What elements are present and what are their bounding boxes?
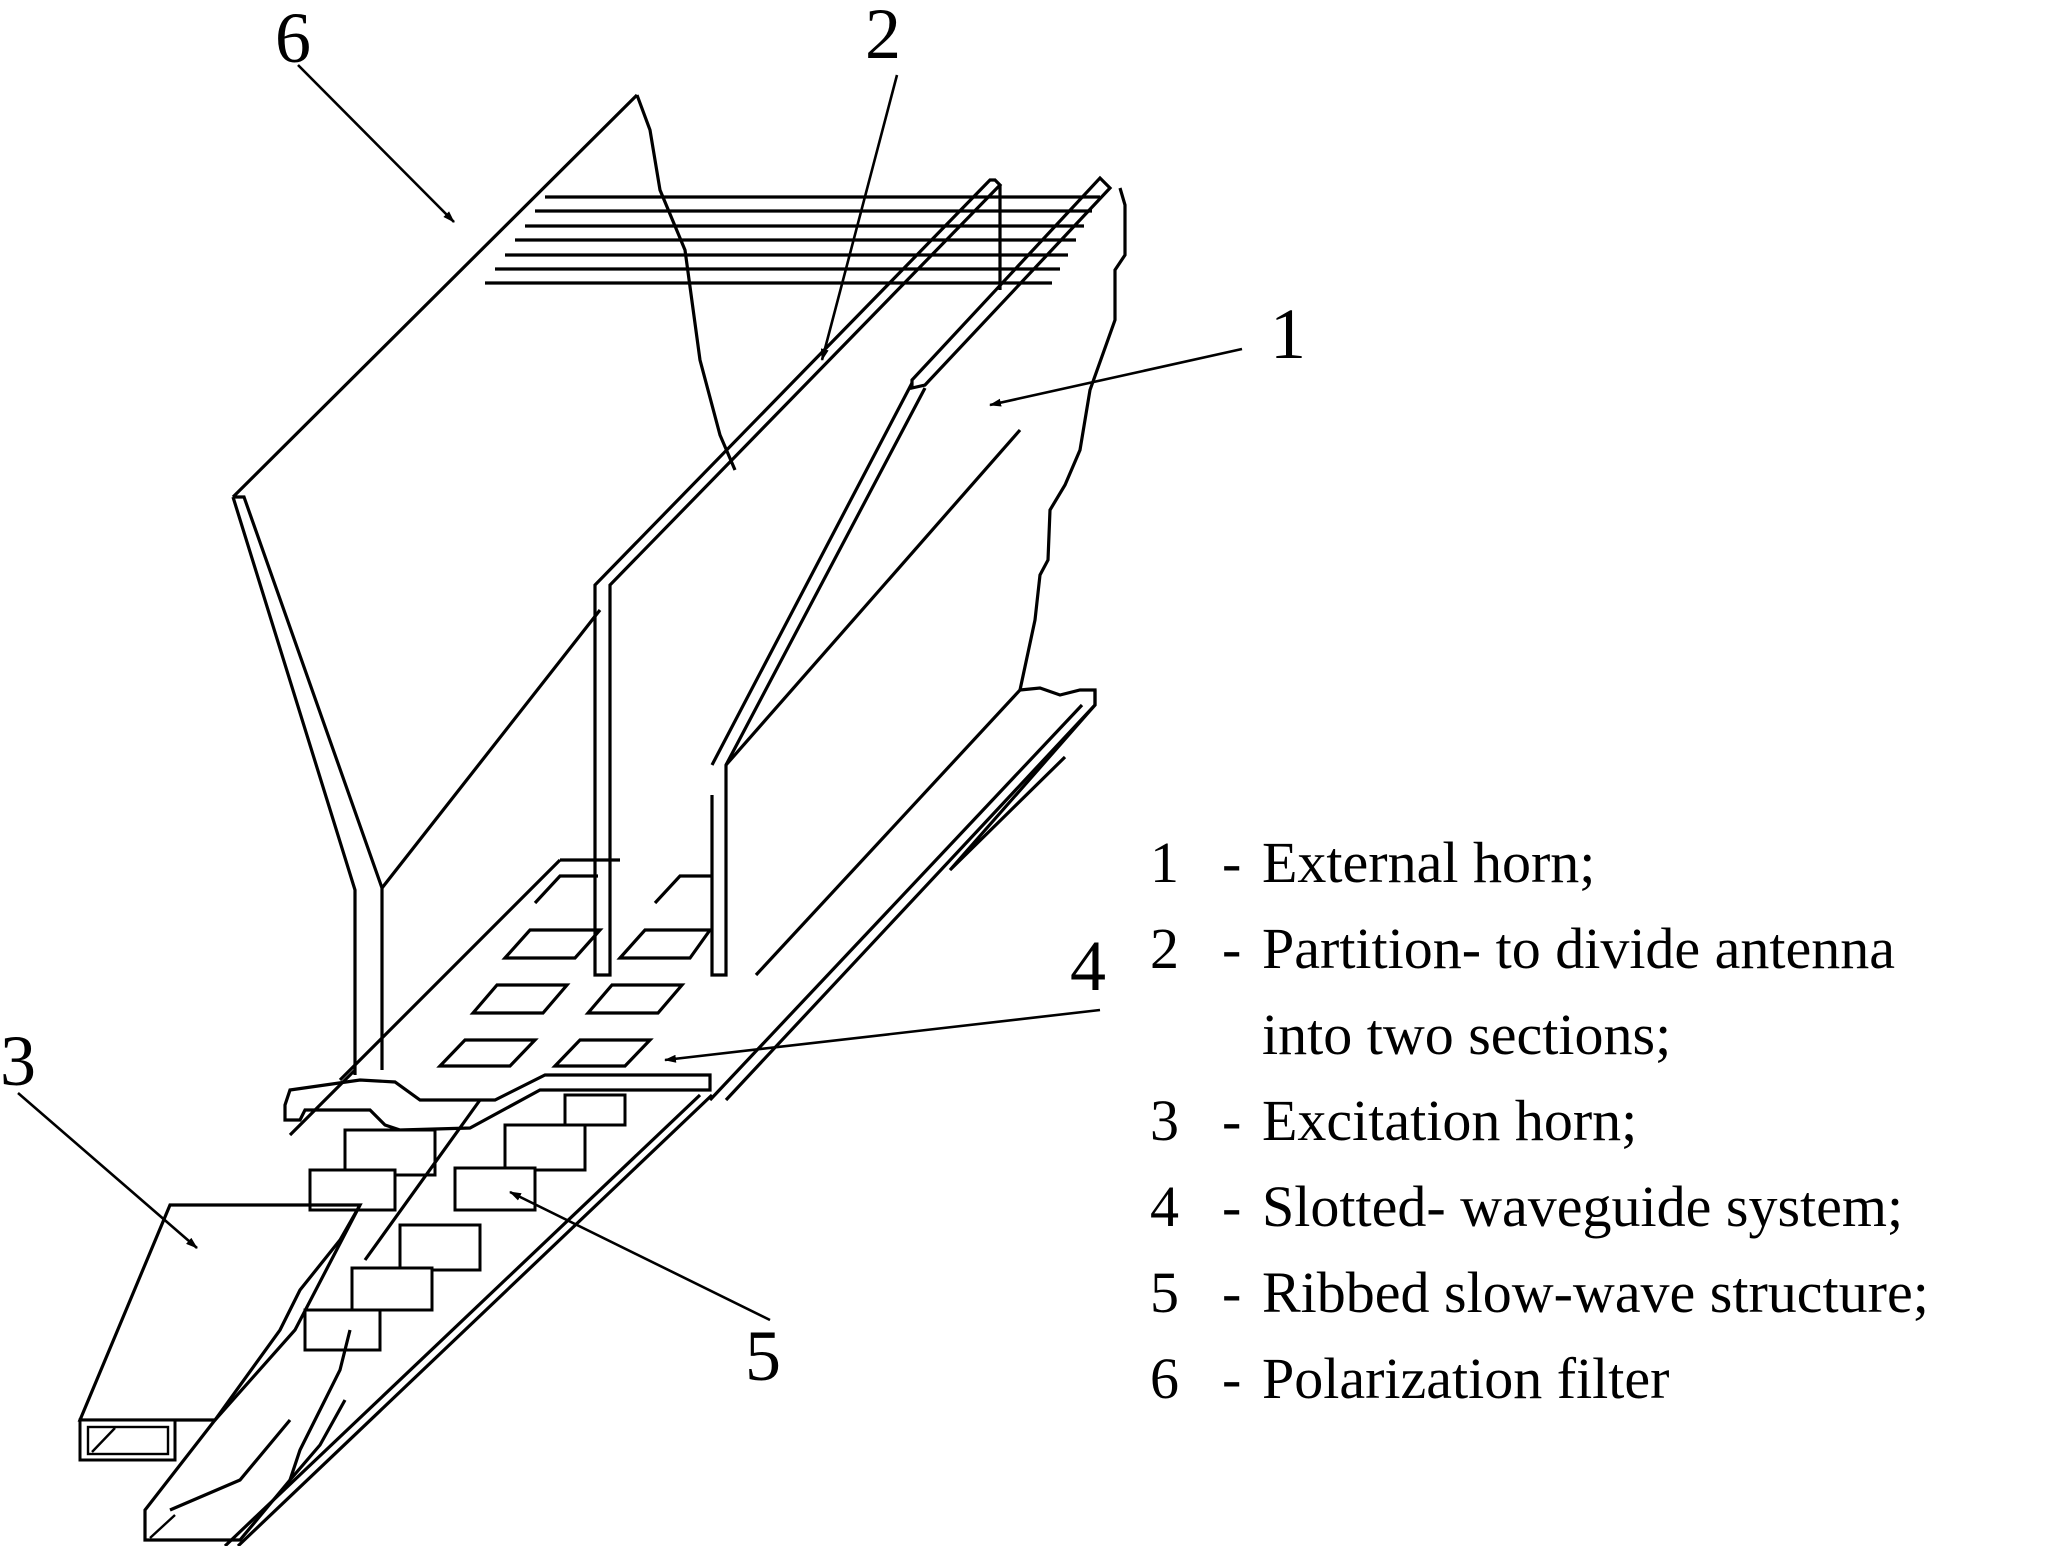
external-horn — [231, 93, 1127, 1137]
legend-text: Slotted- waveguide system; — [1262, 1174, 1904, 1239]
legend-separator: - — [1222, 1346, 1242, 1411]
polarization-filter — [485, 195, 1100, 285]
legend-number: 1 — [1150, 830, 1179, 895]
ribbed-slow-wave-structure — [223, 1093, 714, 1546]
legend-text: Ribbed slow-wave structure; — [1262, 1260, 1929, 1325]
callout-arrow-3 — [17, 1092, 198, 1249]
legend-item-continuation: into two sections; — [1150, 992, 1929, 1078]
legend: 1 - External horn; 2 - Partition- to div… — [1150, 820, 1929, 1422]
legend-number: 4 — [1150, 1174, 1179, 1239]
callout-label-6: 6 — [275, 0, 311, 78]
legend-separator: - — [1222, 1174, 1242, 1239]
callout-arrow-4 — [664, 1008, 1101, 1063]
callout-arrow-5 — [509, 1190, 771, 1322]
legend-separator: - — [1222, 916, 1242, 981]
legend-text: External horn; — [1262, 830, 1596, 895]
legend-number: 3 — [1150, 1088, 1179, 1153]
callout-label-3: 3 — [0, 1021, 36, 1101]
legend-separator: - — [1222, 1088, 1242, 1153]
legend-item: 4 - Slotted- waveguide system; — [1150, 1164, 1929, 1250]
legend-item: 1 - External horn; — [1150, 820, 1929, 906]
excitation-horn — [77, 1203, 363, 1542]
slot-row — [436, 874, 604, 1068]
partition — [593, 178, 1003, 977]
callout-arrow-2 — [820, 74, 899, 361]
slotted-waveguide — [283, 858, 714, 1132]
legend-item: 3 - Excitation horn; — [1150, 1078, 1929, 1164]
legend-number: 5 — [1150, 1260, 1179, 1325]
legend-number: 6 — [1150, 1346, 1179, 1411]
callout-label-1: 1 — [1270, 294, 1306, 374]
legend-text: into two sections; — [1262, 1002, 1672, 1067]
slot-row — [551, 874, 714, 1068]
legend-item: 6 - Polarization filter — [1150, 1336, 1929, 1422]
legend-number: 2 — [1150, 916, 1179, 981]
callout-arrow-6 — [297, 64, 455, 223]
callout-arrows — [17, 64, 1243, 1322]
callout-label-2: 2 — [865, 0, 901, 74]
callout-arrow-1 — [989, 347, 1243, 407]
legend-item: 2 - Partition- to divide antenna — [1150, 906, 1929, 992]
legend-item: 5 - Ribbed slow-wave structure; — [1150, 1250, 1929, 1336]
legend-separator: - — [1222, 1260, 1242, 1325]
legend-text: Polarization filter — [1262, 1346, 1670, 1411]
legend-separator: - — [1222, 830, 1242, 895]
legend-text: Partition- to divide antenna — [1262, 916, 1896, 981]
legend-text: Excitation horn; — [1262, 1088, 1638, 1153]
callout-label-4: 4 — [1070, 926, 1106, 1006]
callout-label-5: 5 — [745, 1316, 781, 1396]
